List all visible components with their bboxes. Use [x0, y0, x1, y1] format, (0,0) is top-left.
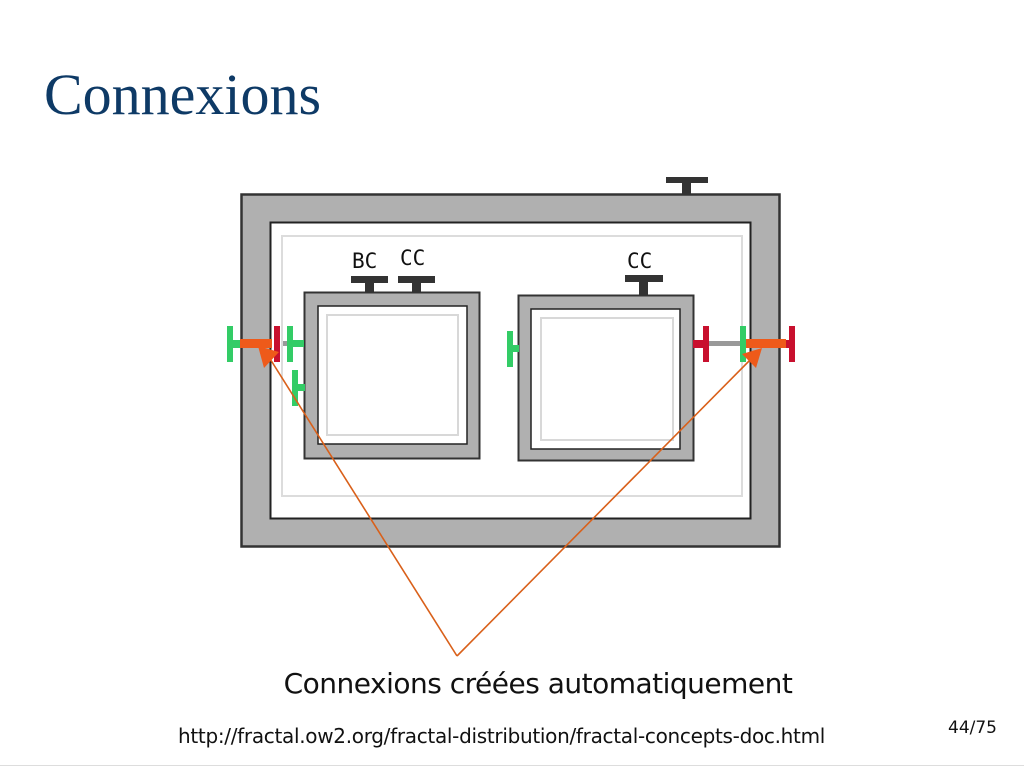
- composite-left-server-interface-icon: [227, 326, 241, 362]
- right-cc-label: CC: [627, 249, 652, 273]
- right-cc-control-icon: [625, 275, 663, 282]
- callout-arrows: [258, 346, 762, 657]
- arrow-to-left-binding: [266, 353, 458, 657]
- composite-inner-frame: [281, 235, 743, 497]
- source-url: http://fractal.ow2.org/fractal-distribut…: [178, 724, 826, 748]
- left-bc-label: BC: [352, 249, 377, 273]
- right-subcomponent: CC: [517, 249, 695, 462]
- left-bc-control-icon: [351, 276, 388, 283]
- left-subcomponent: BC CC: [303, 246, 481, 460]
- composite-right-client-interface-icon: [786, 326, 795, 362]
- left-cc-label: CC: [400, 246, 425, 270]
- footer-divider: [0, 765, 1024, 766]
- composite-right-internal-server-interface-icon: [740, 326, 746, 362]
- left-cc-control-icon: [398, 276, 435, 283]
- left-subcomponent-content: [317, 305, 468, 445]
- right-internal-binding: [708, 341, 740, 346]
- arrow-to-right-binding: [456, 355, 755, 657]
- diagram-caption: Connexions créées automatiquement: [283, 667, 793, 700]
- page-number: 44/75: [948, 718, 997, 738]
- right-subcomponent-content: [530, 308, 681, 450]
- left-subcomponent-server-interface-icon: [287, 326, 304, 362]
- composite-control-interface-icon: [666, 177, 708, 183]
- right-subcomponent-client-interface-icon: [693, 326, 709, 362]
- right-export-binding: [746, 339, 786, 348]
- left-subcomponent-control-server-icon: [292, 370, 305, 406]
- left-export-binding: [240, 339, 272, 348]
- right-subcomponent-server-interface-icon: [507, 331, 519, 367]
- slide-title: Connexions: [44, 62, 322, 127]
- composite-left-internal-client-interface-icon: [274, 326, 280, 362]
